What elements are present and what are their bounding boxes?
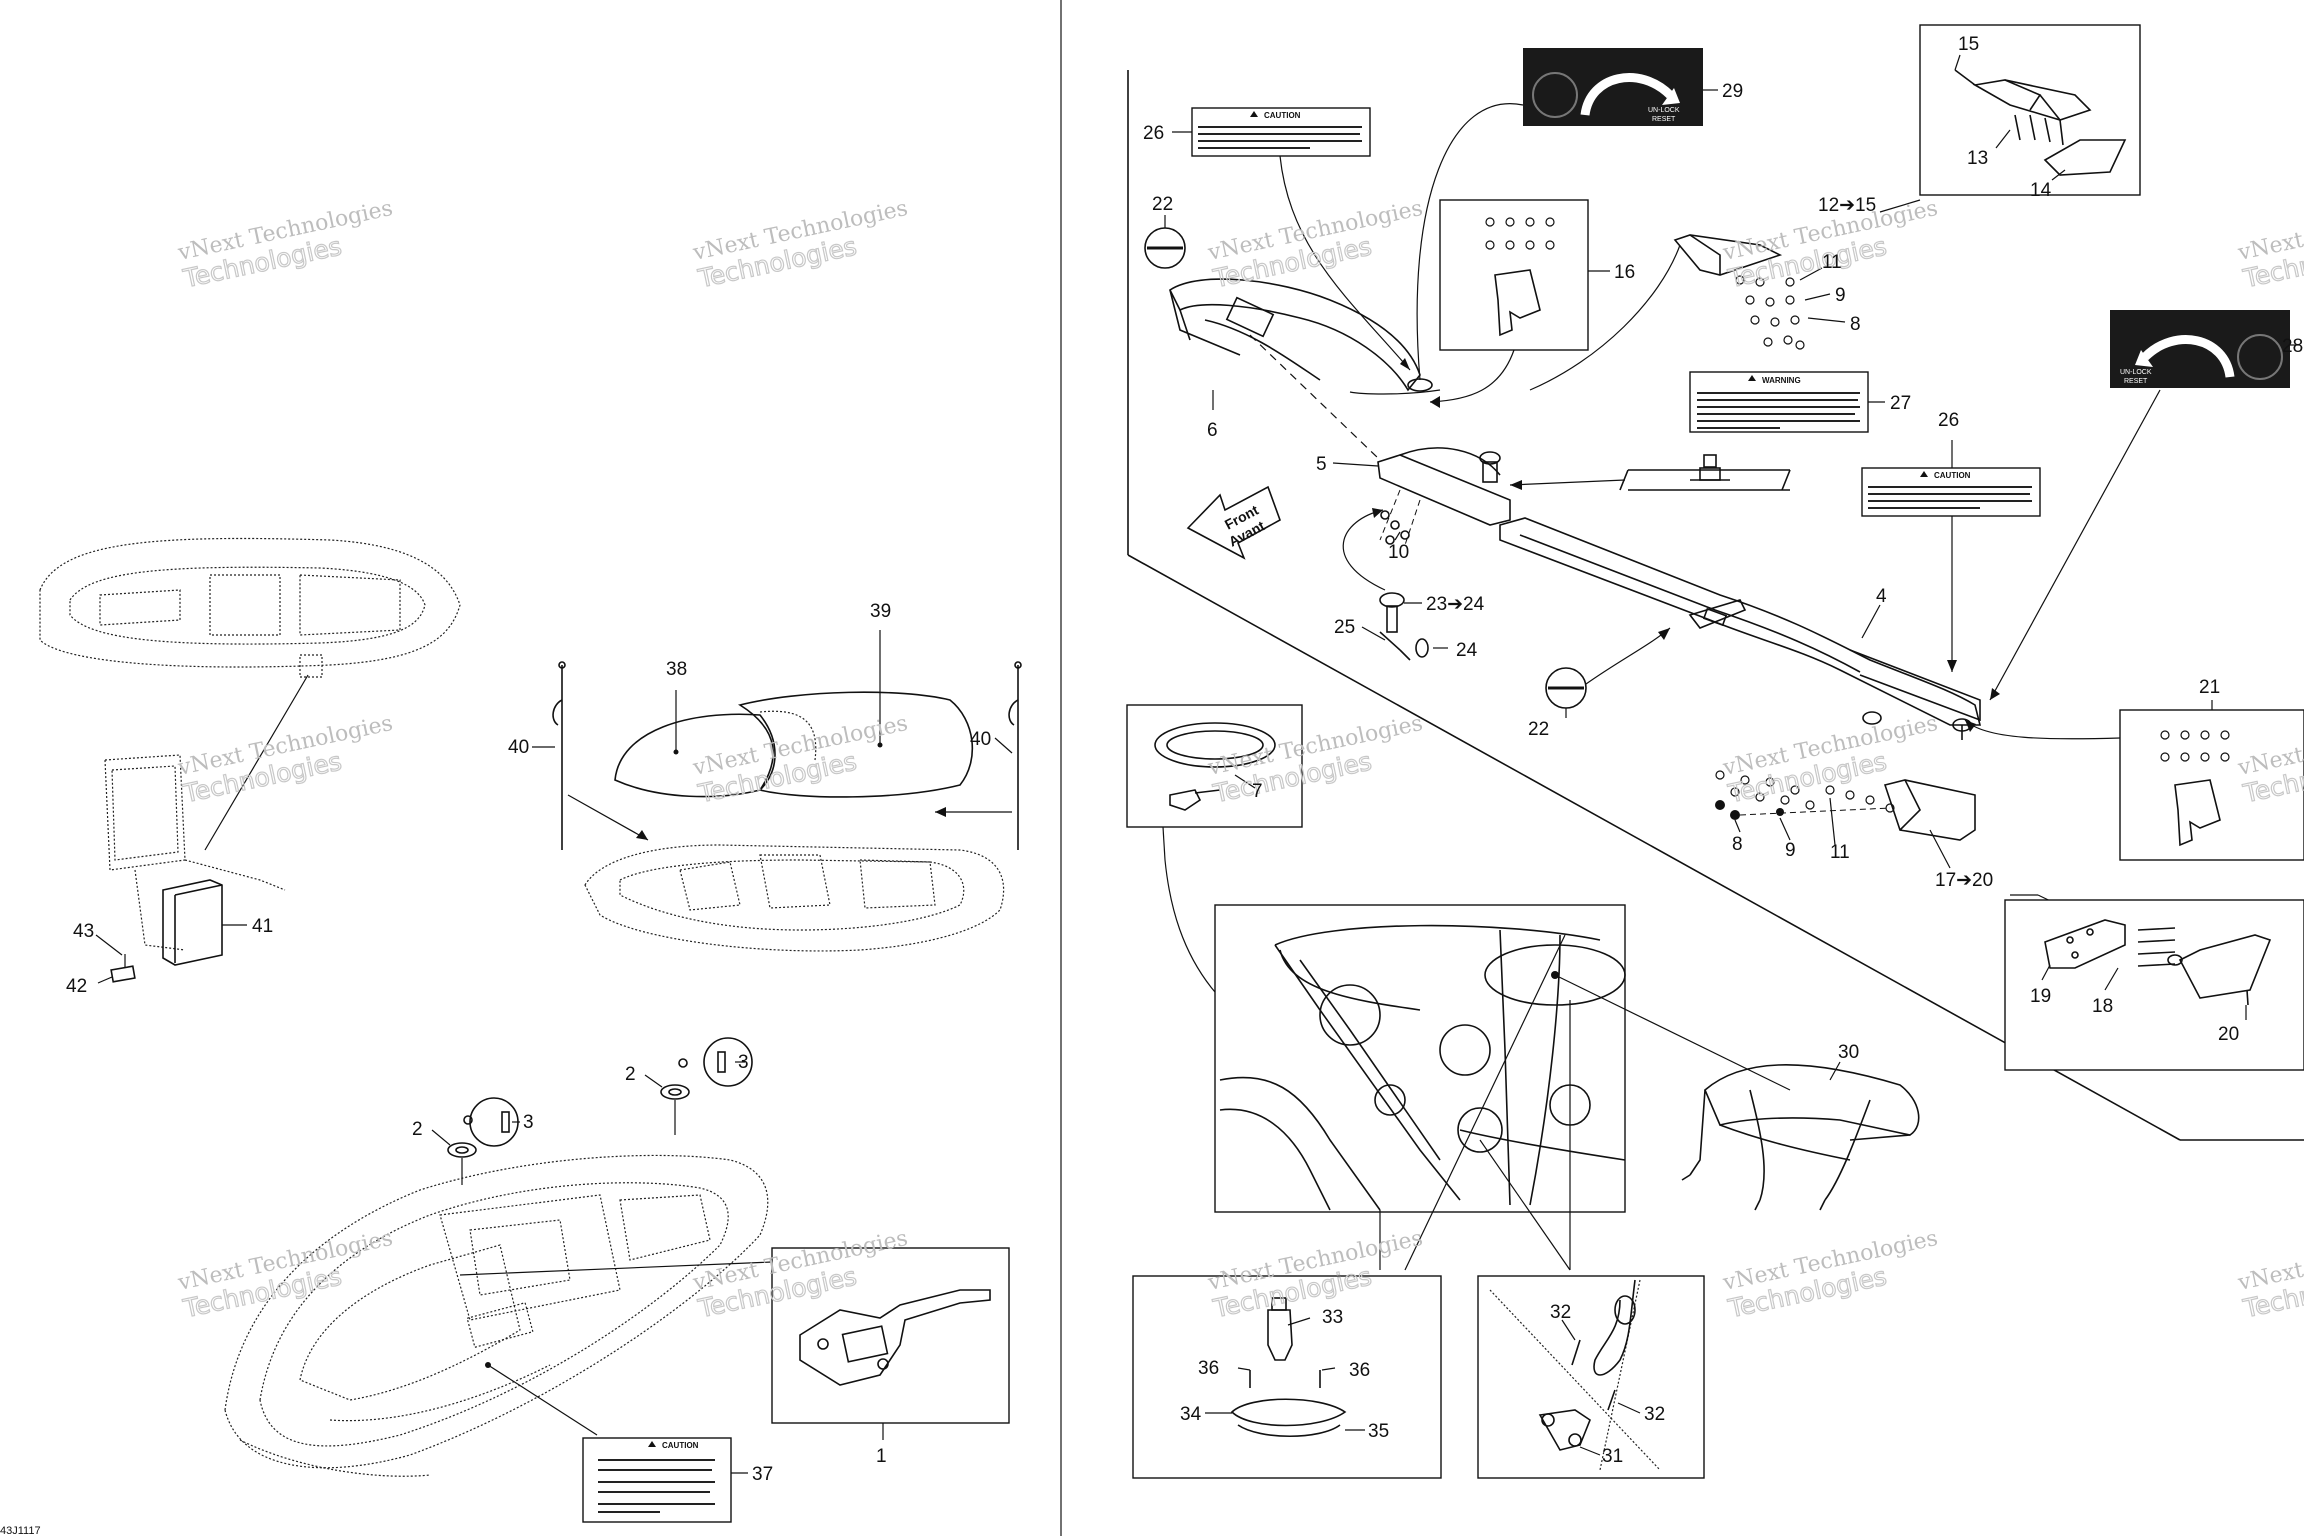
figure-id: 43J1117 [0,1525,41,1536]
decal-29: UN-LOCK RESET [1416,48,1718,381]
mount-5 [1332,447,1791,546]
callout-22: 22 [1152,194,1173,215]
svg-text:RESET: RESET [2124,378,2148,385]
callout-13: 13 [1967,148,1988,169]
box-16 [1429,199,1610,408]
decal-27: WARNING [1689,371,1885,433]
callout-7: 7 [1252,781,1263,802]
box-17-20 [2004,899,2304,1071]
decal-26-top: CAUTION [1172,107,1411,371]
callout-39: 39 [870,601,891,622]
storage-compartment [95,754,286,984]
bracket-upper [1349,234,1846,395]
callout-30: 30 [1838,1042,1859,1063]
scene-box [1214,904,1791,1271]
callout-24: 24 [1456,640,1478,661]
callout-11: 11 [1830,842,1850,863]
parts-23-25 [1342,508,1448,661]
callout-12-15: 12➔15 [1818,195,1876,216]
callout-27: 27 [1890,393,1911,414]
callout-43: 43 [73,921,94,942]
callout-11: 11 [1822,252,1842,273]
callout-3: 3 [523,1112,534,1133]
callout-36: 36 [1198,1358,1219,1379]
part-1-box [771,1247,1010,1440]
decal-28: UN-LOCK RESET [1989,310,2300,701]
callout-40: 40 [970,729,991,750]
callout-22: 22 [1528,719,1549,740]
callout-26: 26 [1143,123,1164,144]
callout-4: 4 [1876,586,1887,607]
callout-1: 1 [876,1446,887,1467]
box-33-36 [1132,1275,1442,1479]
callout-19: 19 [2030,986,2051,1007]
callout-38: 38 [666,659,687,680]
callout-23-24: 23➔24 [1426,594,1485,615]
callout-34: 34 [1180,1404,1202,1425]
callout-9: 9 [1835,285,1846,306]
box-7 [1126,704,1341,1072]
callout-25: 25 [1334,617,1355,638]
callout-17-20: 17➔20 [1935,870,1993,891]
antennas [532,661,1022,850]
callout-5: 5 [1316,454,1327,475]
callout-32: 32 [1644,1404,1665,1425]
callout-8: 8 [1850,314,1861,335]
callout-26: 26 [1938,410,1959,431]
callout-9: 9 [1785,840,1796,861]
callout-40: 40 [508,737,529,758]
callout-10: 10 [1388,542,1409,563]
fasteners-10 [1380,510,1410,545]
svg-text:UN-LOCK: UN-LOCK [1648,107,1680,114]
callout-36: 36 [1349,1360,1370,1381]
callout-28: 28 [2282,336,2303,357]
box-12-15 [1879,24,2141,213]
svg-text:CAUTION: CAUTION [1264,111,1301,120]
callout-8: 8 [1732,834,1743,855]
callout-31: 31 [1602,1446,1623,1467]
decal-26-right: CAUTION [1861,440,2041,672]
callout-41: 41 [252,916,273,937]
svg-text:CAUTION: CAUTION [662,1441,699,1450]
callout-3: 3 [738,1052,749,1073]
box-31-32 [1477,1275,1705,1479]
callout-32: 32 [1550,1302,1571,1323]
boat-main-view [224,1154,773,1477]
callout-2: 2 [625,1064,636,1085]
hull-top-view [39,537,461,851]
svg-text:UN-LOCK: UN-LOCK [2120,369,2152,376]
callout-labels: 1 2 2 3 3 4 5 6 7 8 8 9 9 10 11 11 12➔15… [66,34,2303,1485]
callout-29: 29 [1722,81,1743,102]
tower-arm-6 [1168,278,1433,461]
cup-holder-parts [431,1037,753,1185]
decal-37: CAUTION [582,1437,748,1523]
bracket-lower [1715,770,2091,921]
callout-2: 2 [412,1119,423,1140]
callout-18: 18 [2092,996,2113,1017]
seat-covers [614,630,974,798]
front-direction-arrow: Front Avant [1186,485,1281,560]
plug-22-top [1144,215,1186,269]
callout-35: 35 [1368,1421,1389,1442]
assembled-tower-30 [1681,1061,1920,1211]
callout-15: 15 [1958,34,1979,55]
svg-text:CAUTION: CAUTION [1934,471,1971,480]
svg-text:WARNING: WARNING [1762,376,1801,385]
callout-42: 42 [66,976,87,997]
callout-14: 14 [2030,180,2052,201]
callout-33: 33 [1322,1307,1343,1328]
callout-20: 20 [2218,1024,2239,1045]
svg-text:RESET: RESET [1652,116,1676,123]
callout-37: 37 [752,1464,773,1485]
box-21 [1964,700,2304,861]
hull-side-view [567,794,1012,952]
callout-16: 16 [1614,262,1635,283]
plug-22-lower [1545,627,1671,718]
callout-21: 21 [2199,677,2220,698]
callout-6: 6 [1207,420,1218,441]
